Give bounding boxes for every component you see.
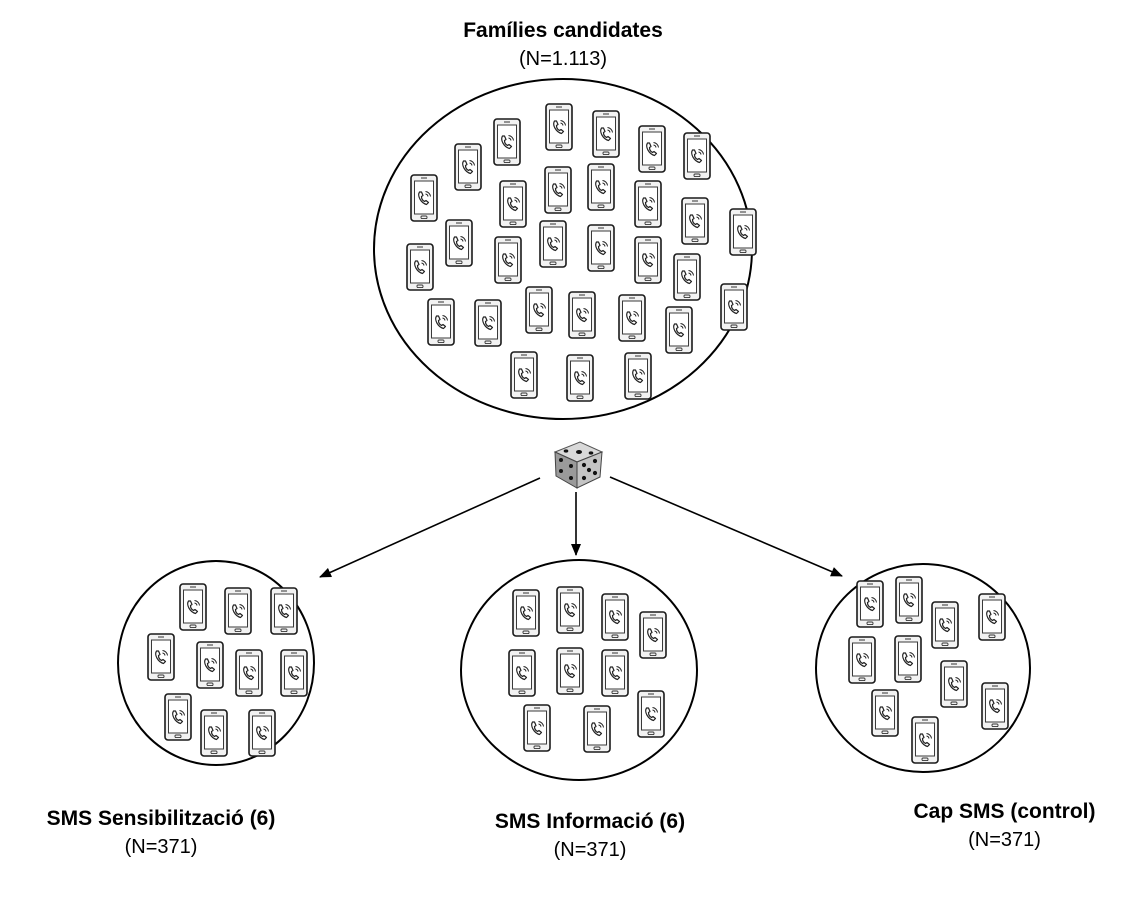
phone-icon (665, 306, 693, 354)
phone-icon (474, 299, 502, 347)
phone-icon (978, 593, 1006, 641)
arrow-to-control (609, 476, 843, 577)
phone-icon (587, 224, 615, 272)
phone-icon (270, 587, 298, 635)
phone-icon (525, 286, 553, 334)
phone-icon (587, 163, 615, 211)
phone-icon (499, 180, 527, 228)
phone-icon (871, 689, 899, 737)
phone-icon (508, 649, 536, 697)
phone-icon (493, 118, 521, 166)
informacio-group-phones (508, 586, 667, 753)
phone-icon (583, 705, 611, 753)
top-group-label: Famílies candidates (N=1.113) (413, 17, 713, 73)
phone-icon (200, 709, 228, 757)
sensibilitzacio-group-ellipse (117, 560, 315, 766)
control-group-phones (848, 576, 1009, 764)
phone-icon (545, 103, 573, 151)
phone-icon (634, 236, 662, 284)
informacio-group-title: SMS Informació (6) (494, 810, 686, 833)
phone-icon (427, 298, 455, 346)
phone-icon (406, 243, 434, 291)
phone-icon (280, 649, 308, 697)
phone-icon (235, 649, 263, 697)
phone-icon (592, 110, 620, 158)
phone-icon (856, 580, 884, 628)
phone-icon (494, 236, 522, 284)
phone-icon (601, 593, 629, 641)
control-group-title: Cap SMS (control) (913, 800, 1096, 823)
top-group-title: Famílies candidates (463, 19, 663, 42)
phone-icon (720, 283, 748, 331)
phone-icon (410, 174, 438, 222)
phone-icon (638, 125, 666, 173)
sensibilitzacio-group-count: (N=371) (124, 836, 198, 858)
informacio-group-ellipse (460, 559, 698, 781)
dice-icon (553, 441, 604, 489)
phone-icon (179, 583, 207, 631)
phone-icon (637, 690, 665, 738)
phone-icon (445, 219, 473, 267)
phone-icon (556, 586, 584, 634)
phone-icon (601, 649, 629, 697)
phone-icon (895, 576, 923, 624)
phone-icon (523, 704, 551, 752)
informacio-group-count: (N=371) (553, 839, 627, 861)
informacio-group-label: SMS Informació (6) (N=371) (440, 808, 740, 864)
phone-icon (556, 647, 584, 695)
phone-icon (683, 132, 711, 180)
top-group-count: (N=1.113) (518, 48, 607, 70)
phone-icon (981, 682, 1009, 730)
sensibilitzacio-group-title: SMS Sensibilització (6) (46, 807, 276, 830)
sensibilitzacio-group-label: SMS Sensibilització (6) (N=371) (0, 805, 322, 861)
phone-icon (639, 611, 667, 659)
control-group-count: (N=371) (968, 829, 1041, 851)
phone-icon (940, 660, 968, 708)
phone-icon (539, 220, 567, 268)
phone-icon (568, 291, 596, 339)
phone-icon (147, 633, 175, 681)
phone-icon (224, 587, 252, 635)
top-group-phones (406, 103, 757, 402)
phone-icon (673, 253, 701, 301)
phone-icon (911, 716, 939, 764)
phone-icon (848, 636, 876, 684)
phone-icon (510, 351, 538, 399)
sensibilitzacio-group-phones (147, 583, 308, 757)
phone-icon (681, 197, 709, 245)
phone-icon (544, 166, 572, 214)
control-group-label: Cap SMS (control) (N=371) (880, 798, 1129, 854)
phone-icon (634, 180, 662, 228)
phone-icon (931, 601, 959, 649)
phone-icon (894, 635, 922, 683)
phone-icon (248, 709, 276, 757)
phone-icon (164, 693, 192, 741)
phone-icon (618, 294, 646, 342)
phone-icon (454, 143, 482, 191)
phone-icon (566, 354, 594, 402)
phone-icon (196, 641, 224, 689)
control-group-ellipse (815, 563, 1031, 773)
phone-icon (512, 589, 540, 637)
phone-icon (729, 208, 757, 256)
arrow-to-sensibilitzacio (319, 477, 541, 578)
phone-icon (624, 352, 652, 400)
